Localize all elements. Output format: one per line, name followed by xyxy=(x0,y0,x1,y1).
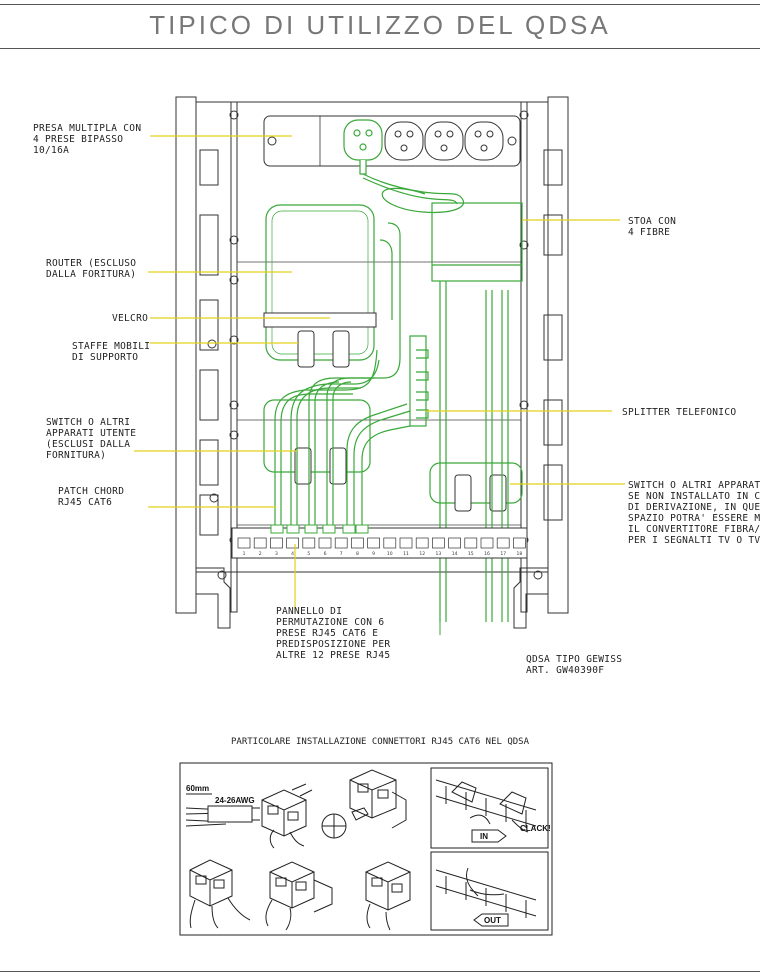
detail-out-box xyxy=(430,851,549,931)
panel-port-number: 8 xyxy=(356,551,359,557)
leader-lines xyxy=(134,135,625,612)
panel-port-number: 10 xyxy=(387,551,393,557)
panel-port-number: 4 xyxy=(291,551,294,557)
panel-port xyxy=(513,537,526,549)
left-rail xyxy=(175,96,197,614)
panel-port xyxy=(415,537,429,549)
panel-port xyxy=(399,537,413,549)
panel-port xyxy=(351,537,364,549)
panel-port xyxy=(237,537,251,549)
panel-port xyxy=(318,537,332,549)
panel-port xyxy=(367,537,380,549)
panel-port-number: 16 xyxy=(484,551,490,557)
in-arrow-shape xyxy=(471,829,507,843)
out-label: OUT xyxy=(484,916,501,925)
panel-port xyxy=(302,537,316,549)
splitter xyxy=(409,335,427,427)
green-equipment xyxy=(263,173,523,504)
panel-port xyxy=(253,537,267,549)
panel-port xyxy=(464,537,478,549)
panel-port xyxy=(496,537,510,549)
right-din xyxy=(520,101,528,613)
label-velcro: VELCRO xyxy=(112,313,148,324)
sockets xyxy=(384,121,504,161)
detail-in-box xyxy=(430,767,549,849)
support-brackets xyxy=(294,330,507,512)
switch-apparati xyxy=(429,462,523,504)
detail-box xyxy=(179,762,553,936)
right-rail xyxy=(547,96,569,614)
router xyxy=(265,204,375,361)
panel-port-number: 17 xyxy=(500,551,506,557)
panel-port-number: 15 xyxy=(468,551,474,557)
out-arrow-shape xyxy=(473,913,509,927)
clack-label: CLACK! xyxy=(520,824,551,833)
in-label: IN xyxy=(480,832,488,841)
dim-60mm: 60mm xyxy=(186,784,209,793)
bottom-border xyxy=(0,971,760,972)
velcro-strap xyxy=(263,312,377,328)
panel-port xyxy=(448,537,461,549)
patch-cables xyxy=(274,222,509,622)
panel-port-number: 7 xyxy=(340,551,343,557)
panel-port-number: 5 xyxy=(307,551,310,557)
left-din xyxy=(230,101,238,613)
switch-user xyxy=(263,399,371,473)
panel-port xyxy=(334,537,348,549)
panel-port xyxy=(432,537,445,549)
panel-port xyxy=(480,537,494,549)
power-strip xyxy=(263,115,521,175)
title-underline xyxy=(0,48,760,49)
left-clips xyxy=(195,149,231,629)
detail-caption: PARTICOLARE INSTALLAZIONE CONNETTORI RJ4… xyxy=(231,737,530,747)
panel-port-number: 18 xyxy=(517,551,523,557)
awg-label: 24-26AWG xyxy=(215,796,255,805)
panel-port-number: 1 xyxy=(243,551,246,557)
panel-port xyxy=(383,537,397,549)
panel-port-number: 9 xyxy=(372,551,375,557)
panel-port-number: 12 xyxy=(419,551,425,557)
panel-port xyxy=(270,537,283,549)
plug-in-socket xyxy=(343,119,383,175)
right-clips xyxy=(513,149,563,629)
panel-port-number: 14 xyxy=(452,551,458,557)
panel-port-number: 3 xyxy=(275,551,278,557)
panel-port-number: 13 xyxy=(436,551,442,557)
connector-sketches xyxy=(189,769,537,931)
enclosure xyxy=(175,96,569,614)
horizontal-modules xyxy=(237,261,521,526)
panel-port-number: 11 xyxy=(403,551,409,557)
back-plate xyxy=(195,101,549,573)
panel-port-number: 2 xyxy=(259,551,262,557)
patch-jacks xyxy=(270,524,369,534)
stoa xyxy=(431,202,523,282)
top-border xyxy=(0,4,760,5)
page-title: TIPICO DI UTILIZZO DEL QDSA xyxy=(149,10,611,40)
wire-strip-sketch xyxy=(185,793,260,827)
panel-port xyxy=(286,537,299,549)
label-splitter: SPLITTER TELEFONICO xyxy=(622,407,736,418)
panel-ports xyxy=(237,537,526,549)
panel-port-number: 6 xyxy=(324,551,327,557)
